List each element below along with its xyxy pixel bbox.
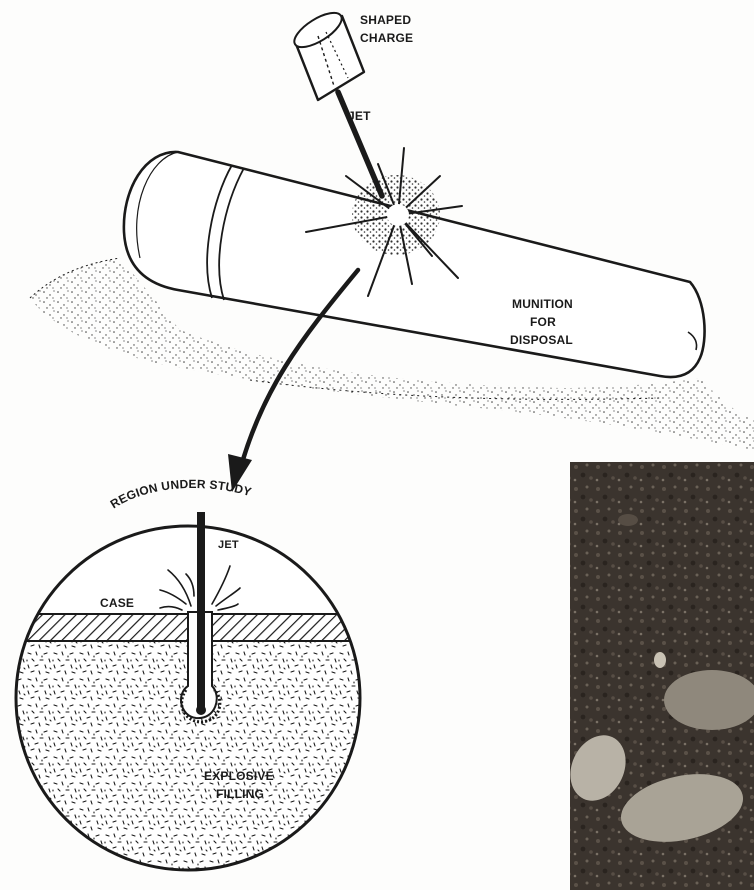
gravel-photo: [560, 462, 754, 890]
jet-detail: [197, 512, 205, 708]
region-detail-circle: [10, 512, 370, 881]
shaped-charge: [289, 6, 364, 100]
label-munition-line2: FOR: [530, 315, 556, 329]
label-shaped-charge-line2: CHARGE: [360, 31, 413, 45]
label-case: CASE: [100, 596, 134, 610]
label-region-under-study-text: REGION UNDER STUDY: [108, 477, 253, 511]
label-explosive-line1: EXPLOSIVE: [204, 769, 274, 783]
label-jet-top: JET: [348, 109, 371, 123]
label-munition-line3: DISPOSAL: [510, 333, 573, 347]
label-region-under-study: REGION UNDER STUDY: [108, 477, 253, 511]
label-munition-line1: MUNITION: [512, 297, 573, 311]
label-shaped-charge-line1: SHAPED: [360, 13, 411, 27]
label-explosive-line2: FILLING: [216, 787, 264, 801]
label-jet-detail: JET: [218, 539, 239, 551]
